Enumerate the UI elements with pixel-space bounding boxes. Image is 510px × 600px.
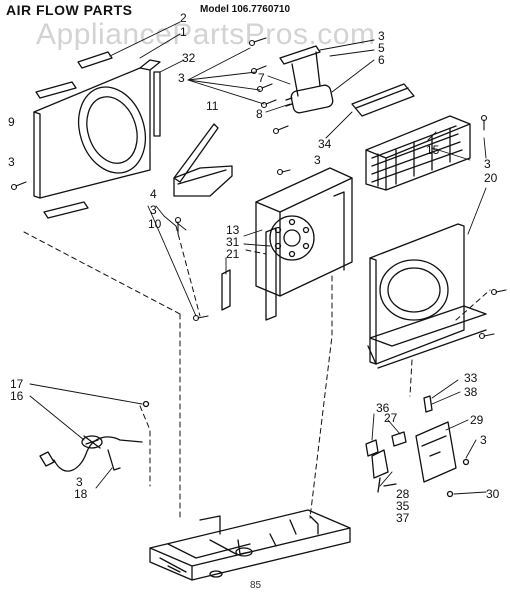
- callout-38: 38: [464, 385, 478, 399]
- air-deflector-part: [351, 83, 415, 117]
- callout-15: 15: [426, 143, 440, 157]
- callout-17: 17: [10, 377, 24, 391]
- callout-34: 34: [318, 137, 332, 151]
- callout-13: 13: [226, 223, 240, 237]
- callout-16: 16: [10, 389, 24, 403]
- power-cord-part: [39, 400, 150, 472]
- bracket-part: [173, 123, 233, 197]
- callout-35: 35: [396, 499, 410, 513]
- top-strip-part: [35, 51, 113, 99]
- callout-27: 27: [384, 411, 398, 425]
- callout-3: 3: [314, 153, 321, 167]
- callout-28: 28: [396, 487, 410, 501]
- fan-shroud-part: [33, 59, 161, 199]
- callout-3: 3: [480, 433, 487, 447]
- callout-7: 7: [258, 71, 265, 85]
- callout-21: 21: [226, 247, 240, 261]
- seal-strip-part: [153, 71, 161, 137]
- callout-20: 20: [484, 171, 498, 185]
- callout-10: 10: [148, 217, 162, 231]
- page-number: 85: [250, 580, 262, 591]
- callout-11: 11: [206, 99, 219, 113]
- callout-29: 29: [470, 413, 484, 427]
- watermark: AppliancePartsPros.com: [36, 18, 376, 51]
- callout-18: 18: [74, 487, 88, 501]
- leader-lines: [29, 21, 487, 495]
- callout-6: 6: [378, 53, 385, 67]
- callout-1: 1: [180, 25, 187, 39]
- rear-panel-part: [367, 223, 487, 369]
- bottom-strip-part: [43, 201, 89, 219]
- orifice-panel-part: [255, 167, 353, 321]
- callout-37: 37: [396, 511, 410, 525]
- capacitor-part: [279, 45, 334, 114]
- screw-group: [10, 37, 507, 340]
- mount-bracket-part: [221, 269, 231, 311]
- assembly-guide-lines: [23, 225, 491, 521]
- callout-8: 8: [256, 107, 263, 121]
- callout-9: 9: [8, 115, 15, 129]
- callout-3: 3: [76, 475, 83, 489]
- callout-36: 36: [376, 401, 390, 415]
- control-bracket-part: [365, 395, 470, 498]
- callout-4: 4: [150, 187, 157, 201]
- callout-3: 3: [150, 203, 157, 217]
- callout-2: 2: [180, 11, 187, 25]
- callout-3: 3: [178, 71, 185, 85]
- callout-31: 31: [226, 235, 240, 249]
- callout-5: 5: [378, 41, 385, 55]
- callout-30: 30: [486, 487, 500, 501]
- callout-3: 3: [484, 157, 491, 171]
- base-pan-part: [149, 509, 351, 581]
- callout-32: 32: [182, 51, 196, 65]
- callout-33: 33: [464, 371, 478, 385]
- callout-3: 3: [378, 29, 385, 43]
- model-number: Model 106.7760710: [200, 4, 291, 15]
- evaporator-coil-part: [365, 115, 471, 191]
- diagram-title: AIR FLOW PARTS: [6, 2, 133, 18]
- callout-3: 3: [8, 155, 15, 169]
